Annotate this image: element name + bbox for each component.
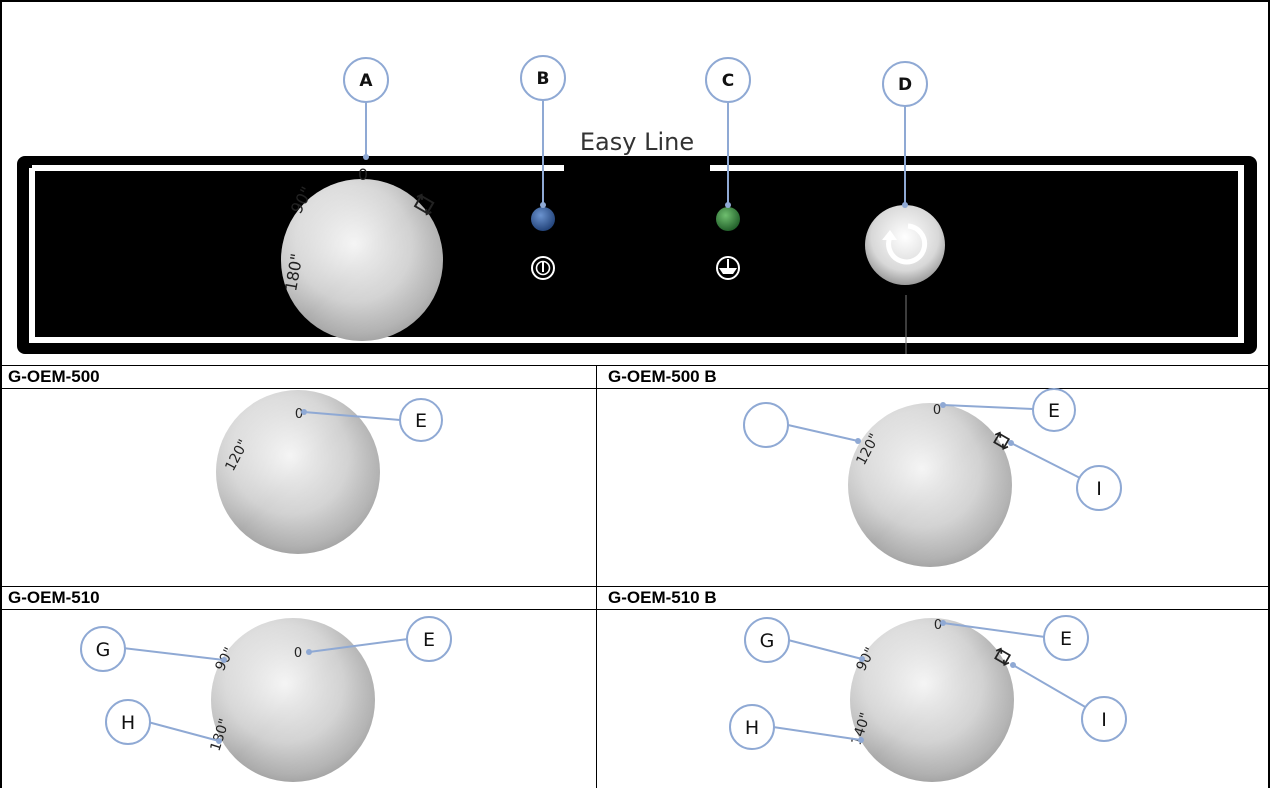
svg-text:H: H [121,712,135,734]
svg-text:I: I [1096,478,1102,500]
start-button[interactable] [865,205,945,285]
main-dial-mark-zero: 0 [358,165,368,184]
callout-d: D [882,61,928,208]
model-label-g-oem-500: G-OEM-500 [8,367,100,386]
panel-body [17,156,1257,354]
control-panel: Easy Line 0 90" 180" [17,128,1257,354]
svg-text:E: E [1048,400,1060,422]
column-divider [596,365,597,788]
callout-unlabeled [743,402,861,448]
callout-i: I [1010,662,1127,742]
callout-g: G [80,626,227,672]
variant-g-oem-500: 0 120" E [216,390,443,554]
callout-e: E [940,615,1089,661]
callout-b-label: B [537,69,550,89]
callout-c-label: C [722,71,734,91]
outer-border-top [0,0,1270,2]
continuous-cycle-icon [413,193,435,216]
callout-i: I [1008,440,1122,511]
row-divider-3 [0,586,1270,587]
power-icon [531,256,555,280]
outer-border-left [0,0,2,788]
callout-h: H [729,704,864,750]
dial-mark-zero: 0 [295,407,303,422]
callout-b: B [520,55,566,208]
row-divider-2 [0,388,1270,389]
model-label-g-oem-500-b: G-OEM-500 B [608,367,717,386]
row-divider-1 [0,365,1270,366]
callout-e: E [301,398,443,442]
callout-e: E [306,616,452,662]
svg-text:E: E [415,410,427,432]
variant-g-oem-510-b: 0 90" 140" G E H I [729,615,1127,782]
svg-text:G: G [96,639,111,661]
model-label-g-oem-510: G-OEM-510 [8,588,100,607]
continuous-cycle-icon [993,431,1011,450]
svg-text:G: G [760,630,775,652]
dial-mark-zero: 0 [933,403,941,418]
row-divider-4 [0,609,1270,610]
svg-text:E: E [423,629,435,651]
main-dial[interactable]: 0 90" 180" [281,165,443,341]
callout-d-label: D [898,75,912,95]
ready-led-green [716,207,740,231]
variant-g-oem-500-b: 0 120" E I [743,388,1122,567]
continuous-cycle-icon [994,647,1012,666]
svg-text:H: H [745,717,759,739]
outer-border-right [1268,0,1270,788]
callout-a: A [343,57,389,160]
variant-g-oem-510: 0 90" 180" G E H [80,616,452,782]
svg-text:I: I [1101,709,1107,731]
svg-text:E: E [1060,628,1072,650]
callout-a-label: A [359,71,373,91]
panel-inner-frame [29,165,1244,343]
power-led-blue [531,207,555,231]
callout-c: C [705,57,751,208]
dial-mark-zero: 0 [294,646,302,661]
model-label-g-oem-510-b: G-OEM-510 B [608,588,717,607]
temperature-ready-icon [716,256,740,280]
callout-g: G [744,617,865,663]
brand-label: Easy Line [580,128,694,156]
dial-mark-zero: 0 [934,618,942,633]
callout-e: E [940,388,1076,432]
callout-h: H [105,699,222,745]
